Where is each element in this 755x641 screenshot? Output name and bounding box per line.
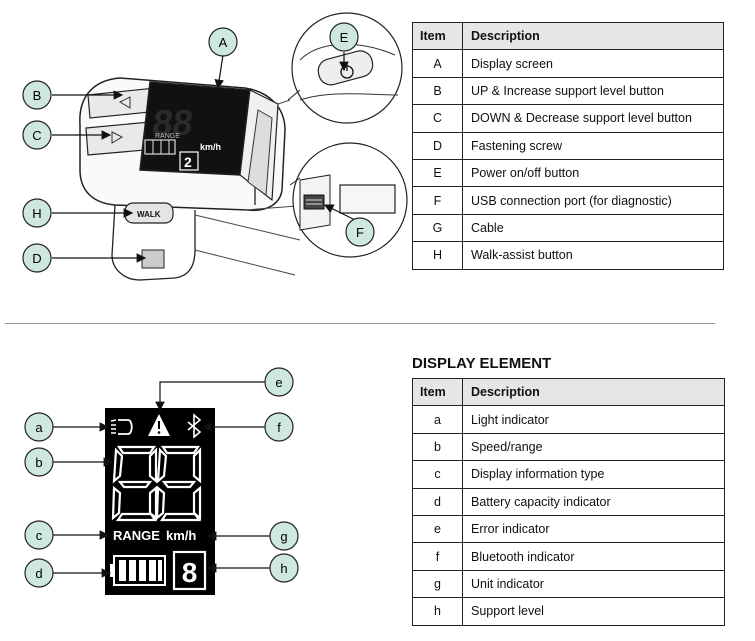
light-icon <box>110 419 133 435</box>
bluetooth-icon <box>187 413 202 439</box>
svg-text:F: F <box>356 225 364 240</box>
callout-b: b <box>24 447 54 477</box>
down-button <box>85 121 151 156</box>
svg-text:d: d <box>35 566 42 581</box>
fastening-screw <box>141 249 165 269</box>
svg-text:c: c <box>36 528 43 543</box>
callout-c: c <box>24 520 54 550</box>
svg-text:88: 88 <box>150 102 196 143</box>
callout-F: F <box>345 217 375 247</box>
display-header-item: Item <box>412 377 463 407</box>
svg-text:b: b <box>35 455 42 470</box>
callout-g: g <box>269 521 299 551</box>
walk-assist-button: WALK <box>124 202 174 224</box>
callout-a: a <box>24 412 54 442</box>
device-display-screen: 88 RANGE km/h 2 <box>139 81 251 176</box>
device-range-label: RANGE <box>155 133 180 140</box>
device-level-digit: 2 <box>184 154 192 170</box>
device-illustration: 88 RANGE km/h 2 WALK <box>22 12 408 281</box>
callout-D: D <box>22 243 52 273</box>
callout-E: E <box>329 22 359 52</box>
svg-text:B: B <box>33 88 42 103</box>
callout-H: H <box>22 198 52 228</box>
callout-C: C <box>22 120 52 150</box>
svg-text:g: g <box>280 529 287 544</box>
svg-text:h: h <box>280 561 287 576</box>
display-element-title: DISPLAY ELEMENT <box>412 355 552 372</box>
svg-text:C: C <box>32 128 41 143</box>
callout-e: e <box>264 367 294 397</box>
svg-text:D: D <box>32 251 41 266</box>
callout-B: B <box>22 80 52 110</box>
zoom-detail-usb <box>292 142 408 258</box>
svg-text:e: e <box>275 375 282 390</box>
display-header-description: Description <box>462 377 725 407</box>
svg-text:H: H <box>32 206 41 221</box>
components-header-description: Description <box>462 21 724 51</box>
display-illustration: RANGE km/h 8 a b c d e <box>24 367 299 595</box>
support-level-box: 8 <box>172 550 207 591</box>
components-header-item: Item <box>412 21 463 51</box>
support-level-digit: 8 <box>182 557 198 588</box>
device-unit-label: km/h <box>200 142 221 152</box>
svg-text:E: E <box>340 30 349 45</box>
range-label: RANGE <box>113 528 160 543</box>
unit-label: km/h <box>166 528 196 543</box>
svg-text:a: a <box>35 420 43 435</box>
warning-icon <box>148 414 170 436</box>
battery-icon <box>110 555 166 586</box>
svg-text:f: f <box>277 420 281 435</box>
callout-d: d <box>24 558 54 588</box>
section-divider <box>5 323 715 324</box>
speed-digits <box>111 445 202 522</box>
device-walk-label: WALK <box>137 210 161 219</box>
callout-A: A <box>208 27 238 57</box>
callout-h: h <box>269 553 299 583</box>
callout-f: f <box>264 412 294 442</box>
svg-text:A: A <box>219 35 228 50</box>
